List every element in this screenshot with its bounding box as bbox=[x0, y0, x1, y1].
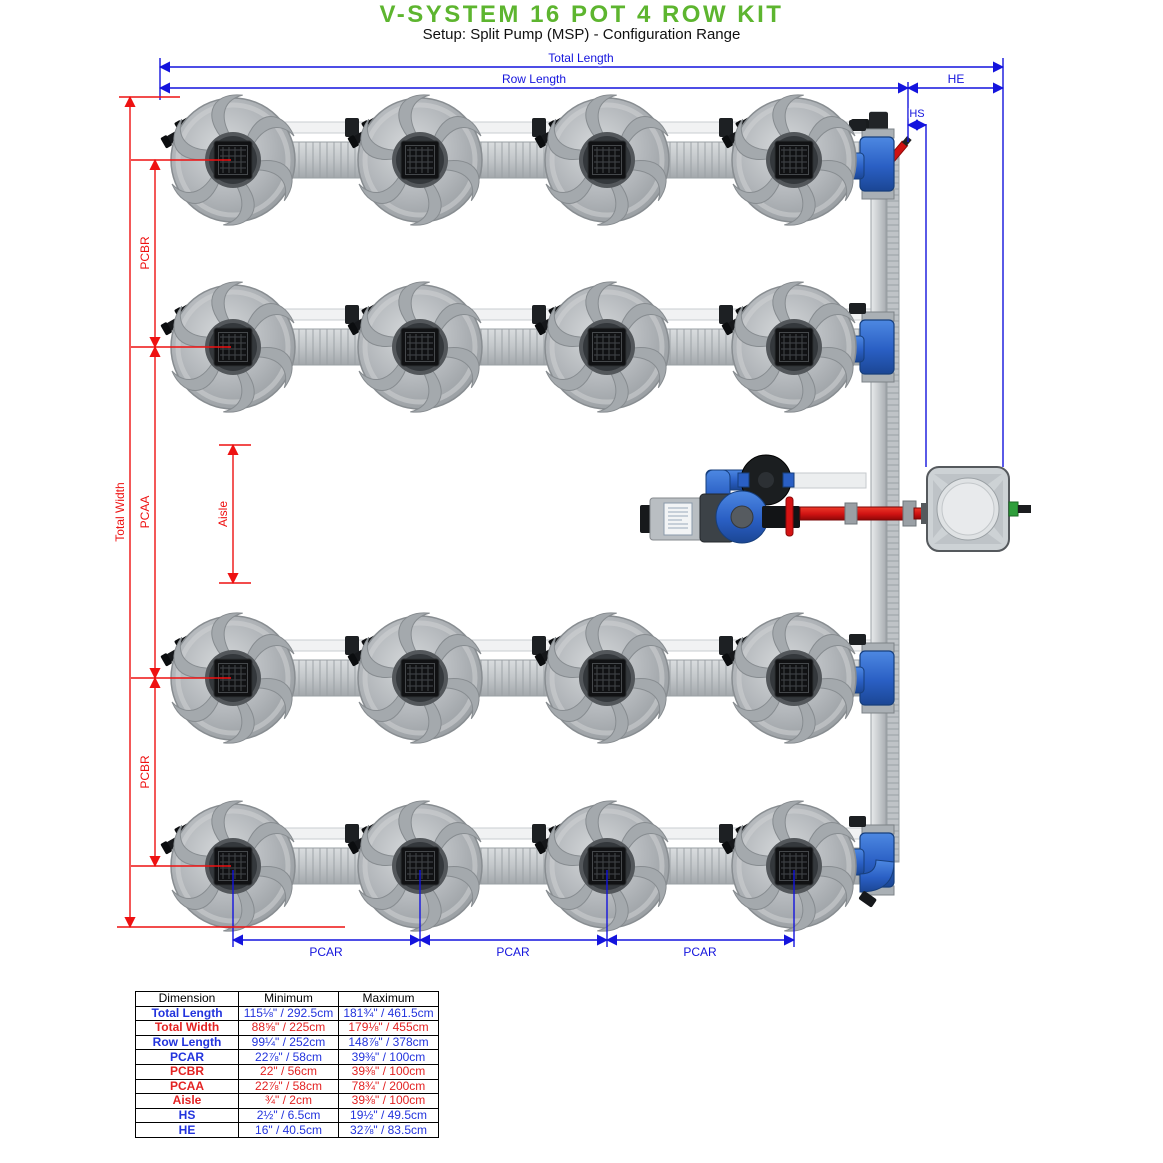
pot bbox=[721, 603, 862, 752]
minimum-value-cell: 22⅞" / 58cm bbox=[238, 1049, 339, 1065]
pot bbox=[721, 791, 862, 940]
table-row: PCAR 22⅞" / 58cm 39⅜" / 100cm bbox=[135, 1049, 439, 1065]
maximum-value-cell: 39⅜" / 100cm bbox=[338, 1063, 439, 1080]
minimum-value-cell: 88⅝" / 225cm bbox=[238, 1020, 339, 1036]
pump-assembly bbox=[640, 454, 867, 544]
dimension-name-cell: PCAR bbox=[135, 1049, 239, 1065]
pump-outlet-coupling bbox=[762, 506, 800, 528]
pot bbox=[347, 272, 488, 421]
minimum-value-cell: 22⅞" / 58cm bbox=[238, 1078, 339, 1095]
table-header-row: Dimension Minimum Maximum bbox=[135, 991, 439, 1007]
dim-label-total-width: Total Width bbox=[113, 482, 127, 541]
dimension-name-cell: Aisle bbox=[135, 1093, 239, 1109]
dim-label-he: HE bbox=[948, 72, 965, 86]
tank-fitting bbox=[1008, 501, 1019, 517]
valve-handle bbox=[785, 496, 794, 537]
table-row: PCBR 22" / 56cm 39⅜" / 100cm bbox=[135, 1063, 439, 1080]
minimum-value-cell: ¾" / 2cm bbox=[238, 1093, 339, 1109]
pot bbox=[721, 85, 862, 234]
pressure-pipe bbox=[799, 500, 931, 527]
maximum-value-cell: 19½" / 49.5cm bbox=[338, 1107, 439, 1124]
minimum-value-cell: 115⅛" / 292.5cm bbox=[238, 1005, 339, 1022]
pot bbox=[347, 603, 488, 752]
dim-label-pcbr-top: PCBR bbox=[138, 236, 152, 270]
table-row: HS 2½" / 6.5cm 19½" / 49.5cm bbox=[135, 1107, 439, 1124]
dim-label-total-length: Total Length bbox=[548, 51, 613, 65]
maximum-value-cell: 148⅞" / 378cm bbox=[338, 1034, 439, 1051]
motor-end-cap bbox=[640, 505, 652, 533]
table-row: HE 16" / 40.5cm 32⅞" / 83.5cm bbox=[135, 1122, 439, 1138]
table-row: Aisle ¾" / 2cm 39⅜" / 100cm bbox=[135, 1093, 439, 1109]
dimension-name-cell: Total Width bbox=[135, 1020, 239, 1036]
col-header-maximum: Maximum bbox=[338, 991, 439, 1007]
maximum-value-cell: 179⅛" / 455cm bbox=[338, 1020, 439, 1036]
dimension-layer-red: Total Width PCBR PCAA PCBR Aisle bbox=[111, 95, 345, 929]
table-row: PCAA 22⅞" / 58cm 78¾" / 200cm bbox=[135, 1078, 439, 1095]
pot bbox=[721, 272, 862, 421]
dimension-name-cell: HS bbox=[135, 1107, 239, 1124]
table-row: Total Length 115⅛" / 292.5cm 181¾" / 461… bbox=[135, 1005, 439, 1022]
maximum-value-cell: 39⅜" / 100cm bbox=[338, 1049, 439, 1065]
dim-label-pcbr-bottom: PCBR bbox=[138, 755, 152, 789]
dim-label-pcar-1: PCAR bbox=[309, 945, 343, 959]
dim-label-pcaa: PCAA bbox=[138, 496, 152, 529]
reservoir-tank bbox=[926, 466, 1031, 552]
maximum-value-cell: 78¾" / 200cm bbox=[338, 1078, 439, 1095]
minimum-value-cell: 16" / 40.5cm bbox=[238, 1122, 339, 1138]
manifold-junction-row4 bbox=[843, 815, 895, 908]
pot bbox=[534, 791, 675, 940]
dimension-name-cell: Total Length bbox=[135, 1005, 239, 1022]
page-title: V-SYSTEM 16 POT 4 ROW KIT bbox=[379, 1, 784, 28]
pot bbox=[347, 791, 488, 940]
maximum-value-cell: 181¾" / 461.5cm bbox=[338, 1005, 439, 1022]
dim-label-row-length: Row Length bbox=[502, 72, 566, 86]
dim-label-hs: HS bbox=[909, 108, 924, 120]
pot bbox=[534, 85, 675, 234]
pot bbox=[347, 85, 488, 234]
page-subtitle: Setup: Split Pump (MSP) - Configuration … bbox=[422, 26, 741, 43]
dim-label-aisle: Aisle bbox=[216, 501, 230, 527]
dim-label-pcar-3: PCAR bbox=[683, 945, 717, 959]
maximum-value-cell: 39⅜" / 100cm bbox=[338, 1093, 439, 1109]
dimension-name-cell: PCBR bbox=[135, 1063, 239, 1080]
minimum-value-cell: 99¼" / 252cm bbox=[238, 1034, 339, 1051]
table-row: Row Length 99¼" / 252cm 148⅞" / 378cm bbox=[135, 1034, 439, 1051]
pot bbox=[534, 603, 675, 752]
dimension-name-cell: HE bbox=[135, 1122, 239, 1138]
return-pipe bbox=[789, 472, 867, 489]
dim-label-pcar-2: PCAR bbox=[496, 945, 530, 959]
minimum-value-cell: 2½" / 6.5cm bbox=[238, 1107, 339, 1124]
col-header-dimension: Dimension bbox=[135, 991, 239, 1007]
dimension-spec-table: Dimension Minimum Maximum Total Length 1… bbox=[135, 991, 439, 1138]
dimension-name-cell: PCAA bbox=[135, 1078, 239, 1095]
system-diagram: Total Length Row Length HE HS PCAR PCAR … bbox=[111, 49, 1031, 961]
minimum-value-cell: 22" / 56cm bbox=[238, 1063, 339, 1080]
dimension-layer-blue: Total Length Row Length HE HS PCAR PCAR … bbox=[158, 49, 1005, 961]
table-row: Total Width 88⅝" / 225cm 179⅛" / 455cm bbox=[135, 1020, 439, 1036]
maximum-value-cell: 32⅞" / 83.5cm bbox=[338, 1122, 439, 1138]
col-header-minimum: Minimum bbox=[238, 991, 339, 1007]
dimension-name-cell: Row Length bbox=[135, 1034, 239, 1051]
pot bbox=[534, 272, 675, 421]
